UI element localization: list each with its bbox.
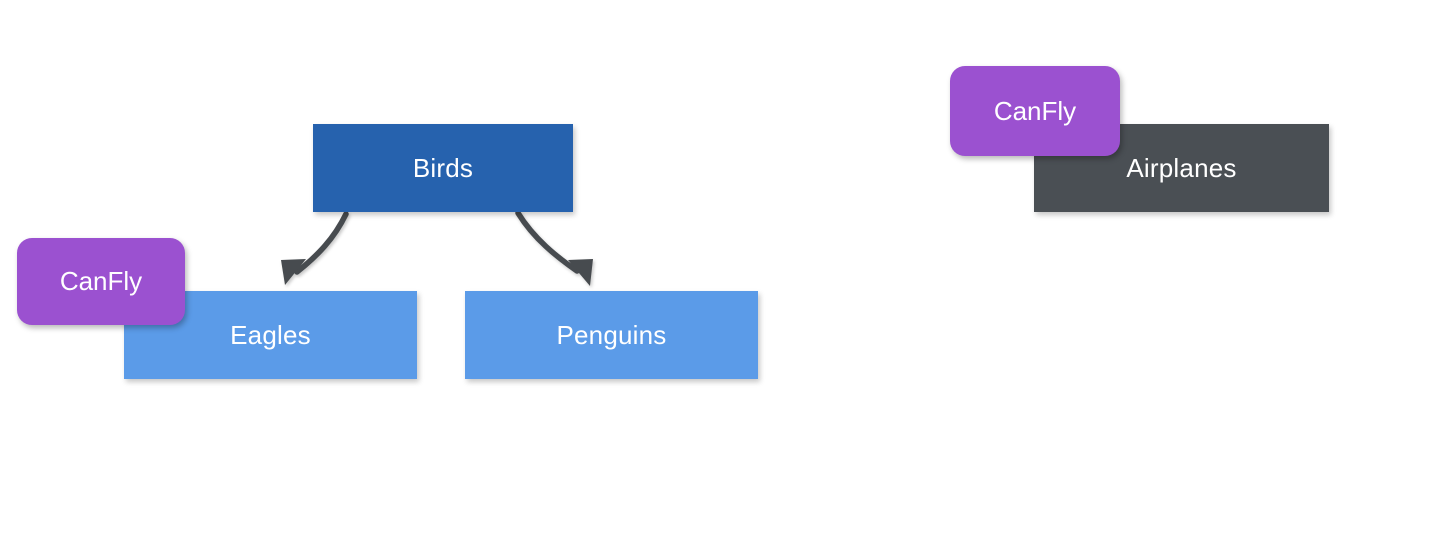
- edge-line-birds-penguins: [515, 210, 580, 274]
- node-eagles-label: Eagles: [230, 320, 311, 350]
- badge-canfly-airplanes-label: CanFly: [993, 95, 1077, 126]
- arrowhead-eagles: [281, 259, 306, 285]
- node-birds[interactable]: Birds: [313, 124, 573, 212]
- edge-birds-to-eagles: [281, 211, 349, 285]
- node-penguins[interactable]: Penguins: [465, 291, 758, 379]
- node-airplanes-label: Airplanes: [1126, 153, 1237, 183]
- edge-birds-to-penguins: [515, 210, 593, 286]
- arrowhead-penguins: [568, 259, 593, 286]
- node-penguins-label: Penguins: [556, 320, 667, 350]
- badge-canfly-airplanes[interactable]: CanFly: [950, 66, 1120, 156]
- edge-line-birds-eagles: [294, 211, 349, 275]
- badge-canfly-eagles[interactable]: CanFly: [17, 238, 185, 325]
- node-birds-label: Birds: [412, 153, 474, 183]
- badge-canfly-eagles-label: CanFly: [59, 266, 143, 296]
